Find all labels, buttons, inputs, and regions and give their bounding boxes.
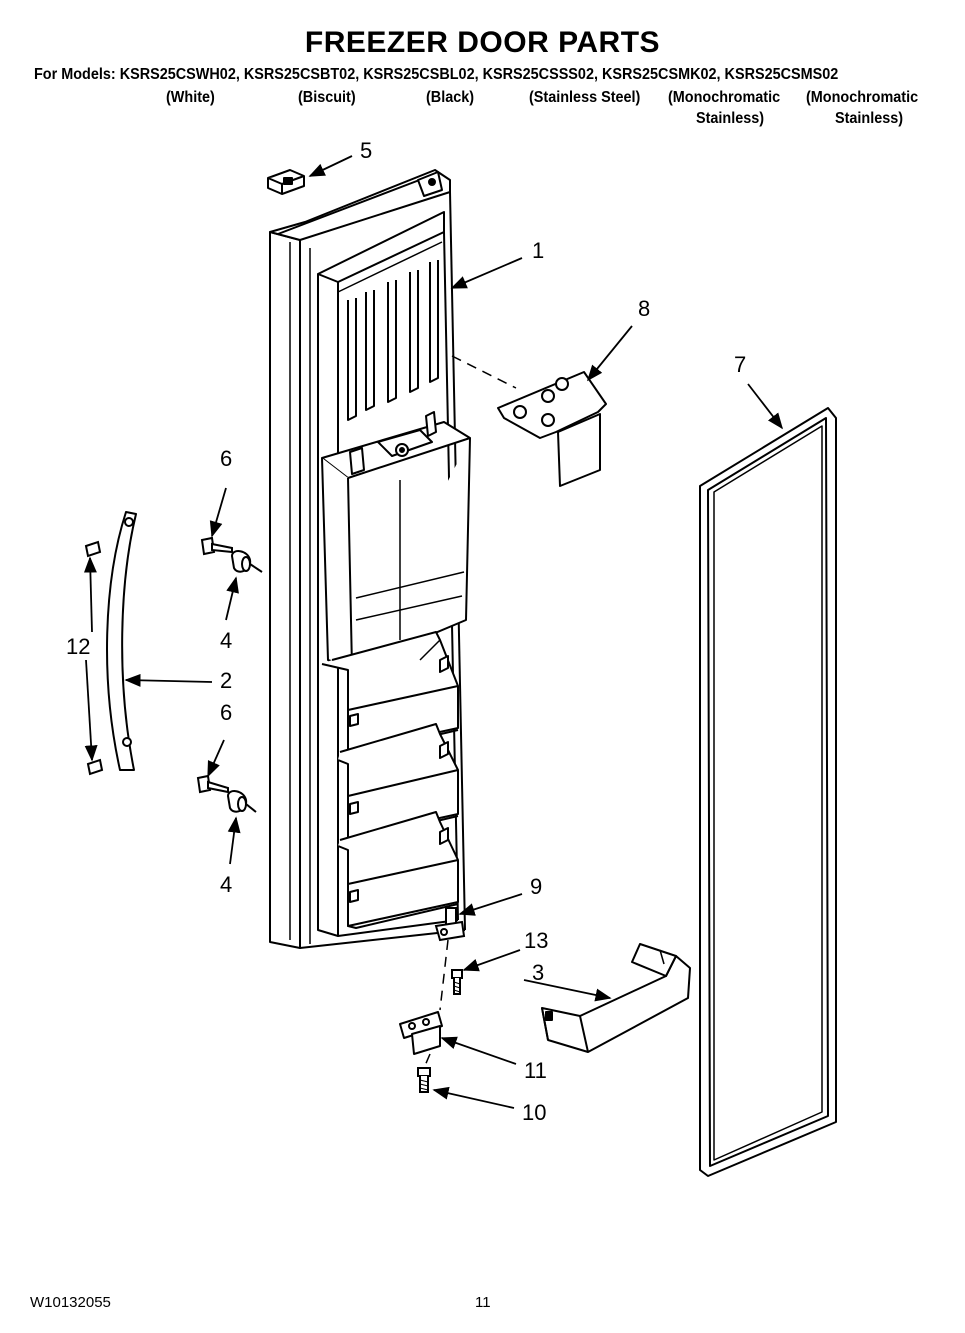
screw-10-part	[417, 1067, 431, 1093]
bottom-trim-part	[541, 943, 691, 1053]
finish-label-monochromatic-1-line2: Stainless)	[696, 110, 765, 127]
handle-part	[106, 511, 137, 771]
finish-label-stainless-steel: (Stainless Steel)	[529, 89, 641, 106]
callout-4-upper: 4	[220, 628, 232, 653]
callout-13: 13	[524, 928, 548, 953]
finish-label-black: (Black)	[426, 89, 475, 106]
spacer-upper-part	[230, 550, 263, 573]
callout-6-lower: 6	[220, 700, 232, 725]
models-line: For Models: KSRS25CSWH02, KSRS25CSBT02, …	[34, 66, 839, 83]
callout-6-upper: 6	[220, 446, 232, 471]
hinge-plate-part	[497, 371, 607, 487]
page-title: FREEZER DOOR PARTS	[304, 26, 661, 59]
callout-9: 9	[530, 874, 542, 899]
callout-5: 5	[360, 138, 372, 163]
mount-screw-upper-part	[200, 536, 233, 556]
callout-11: 11	[524, 1058, 547, 1083]
callout-12: 12	[66, 634, 90, 659]
finish-label-monochromatic-2: (Monochromatic	[806, 89, 919, 106]
callout-8: 8	[638, 296, 650, 321]
page-number: 11	[475, 1294, 491, 1311]
callout-numbers: 5 1 8 7 6 4 12 2 6 4 9 13 3 11 10	[66, 138, 746, 1125]
handle-screws-part	[84, 540, 104, 776]
callout-4-lower: 4	[220, 872, 232, 897]
assembly-dashed-lines	[423, 355, 517, 1069]
hinge-pin-part	[434, 907, 466, 942]
callout-2: 2	[220, 668, 232, 693]
callout-1: 1	[532, 238, 544, 263]
finish-label-white: (White)	[166, 89, 215, 106]
callout-3: 3	[532, 960, 544, 985]
mount-screw-lower-part	[196, 774, 229, 794]
finish-label-biscuit: (Biscuit)	[298, 89, 356, 106]
callout-10: 10	[522, 1100, 546, 1125]
top-cap-part	[267, 169, 305, 195]
leader-arrows	[83, 155, 783, 1109]
document-number: W10132055	[30, 1294, 111, 1311]
bottom-hinge-bracket-part	[399, 1011, 443, 1055]
finish-label-monochromatic-2-line2: Stainless)	[835, 110, 904, 127]
door-panel	[269, 169, 471, 949]
door-gasket-part	[699, 407, 837, 1177]
screw-13-part	[451, 969, 463, 995]
callout-7: 7	[734, 352, 746, 377]
finish-label-monochromatic-1: (Monochromatic	[668, 89, 781, 106]
spacer-lower-part	[226, 790, 257, 813]
